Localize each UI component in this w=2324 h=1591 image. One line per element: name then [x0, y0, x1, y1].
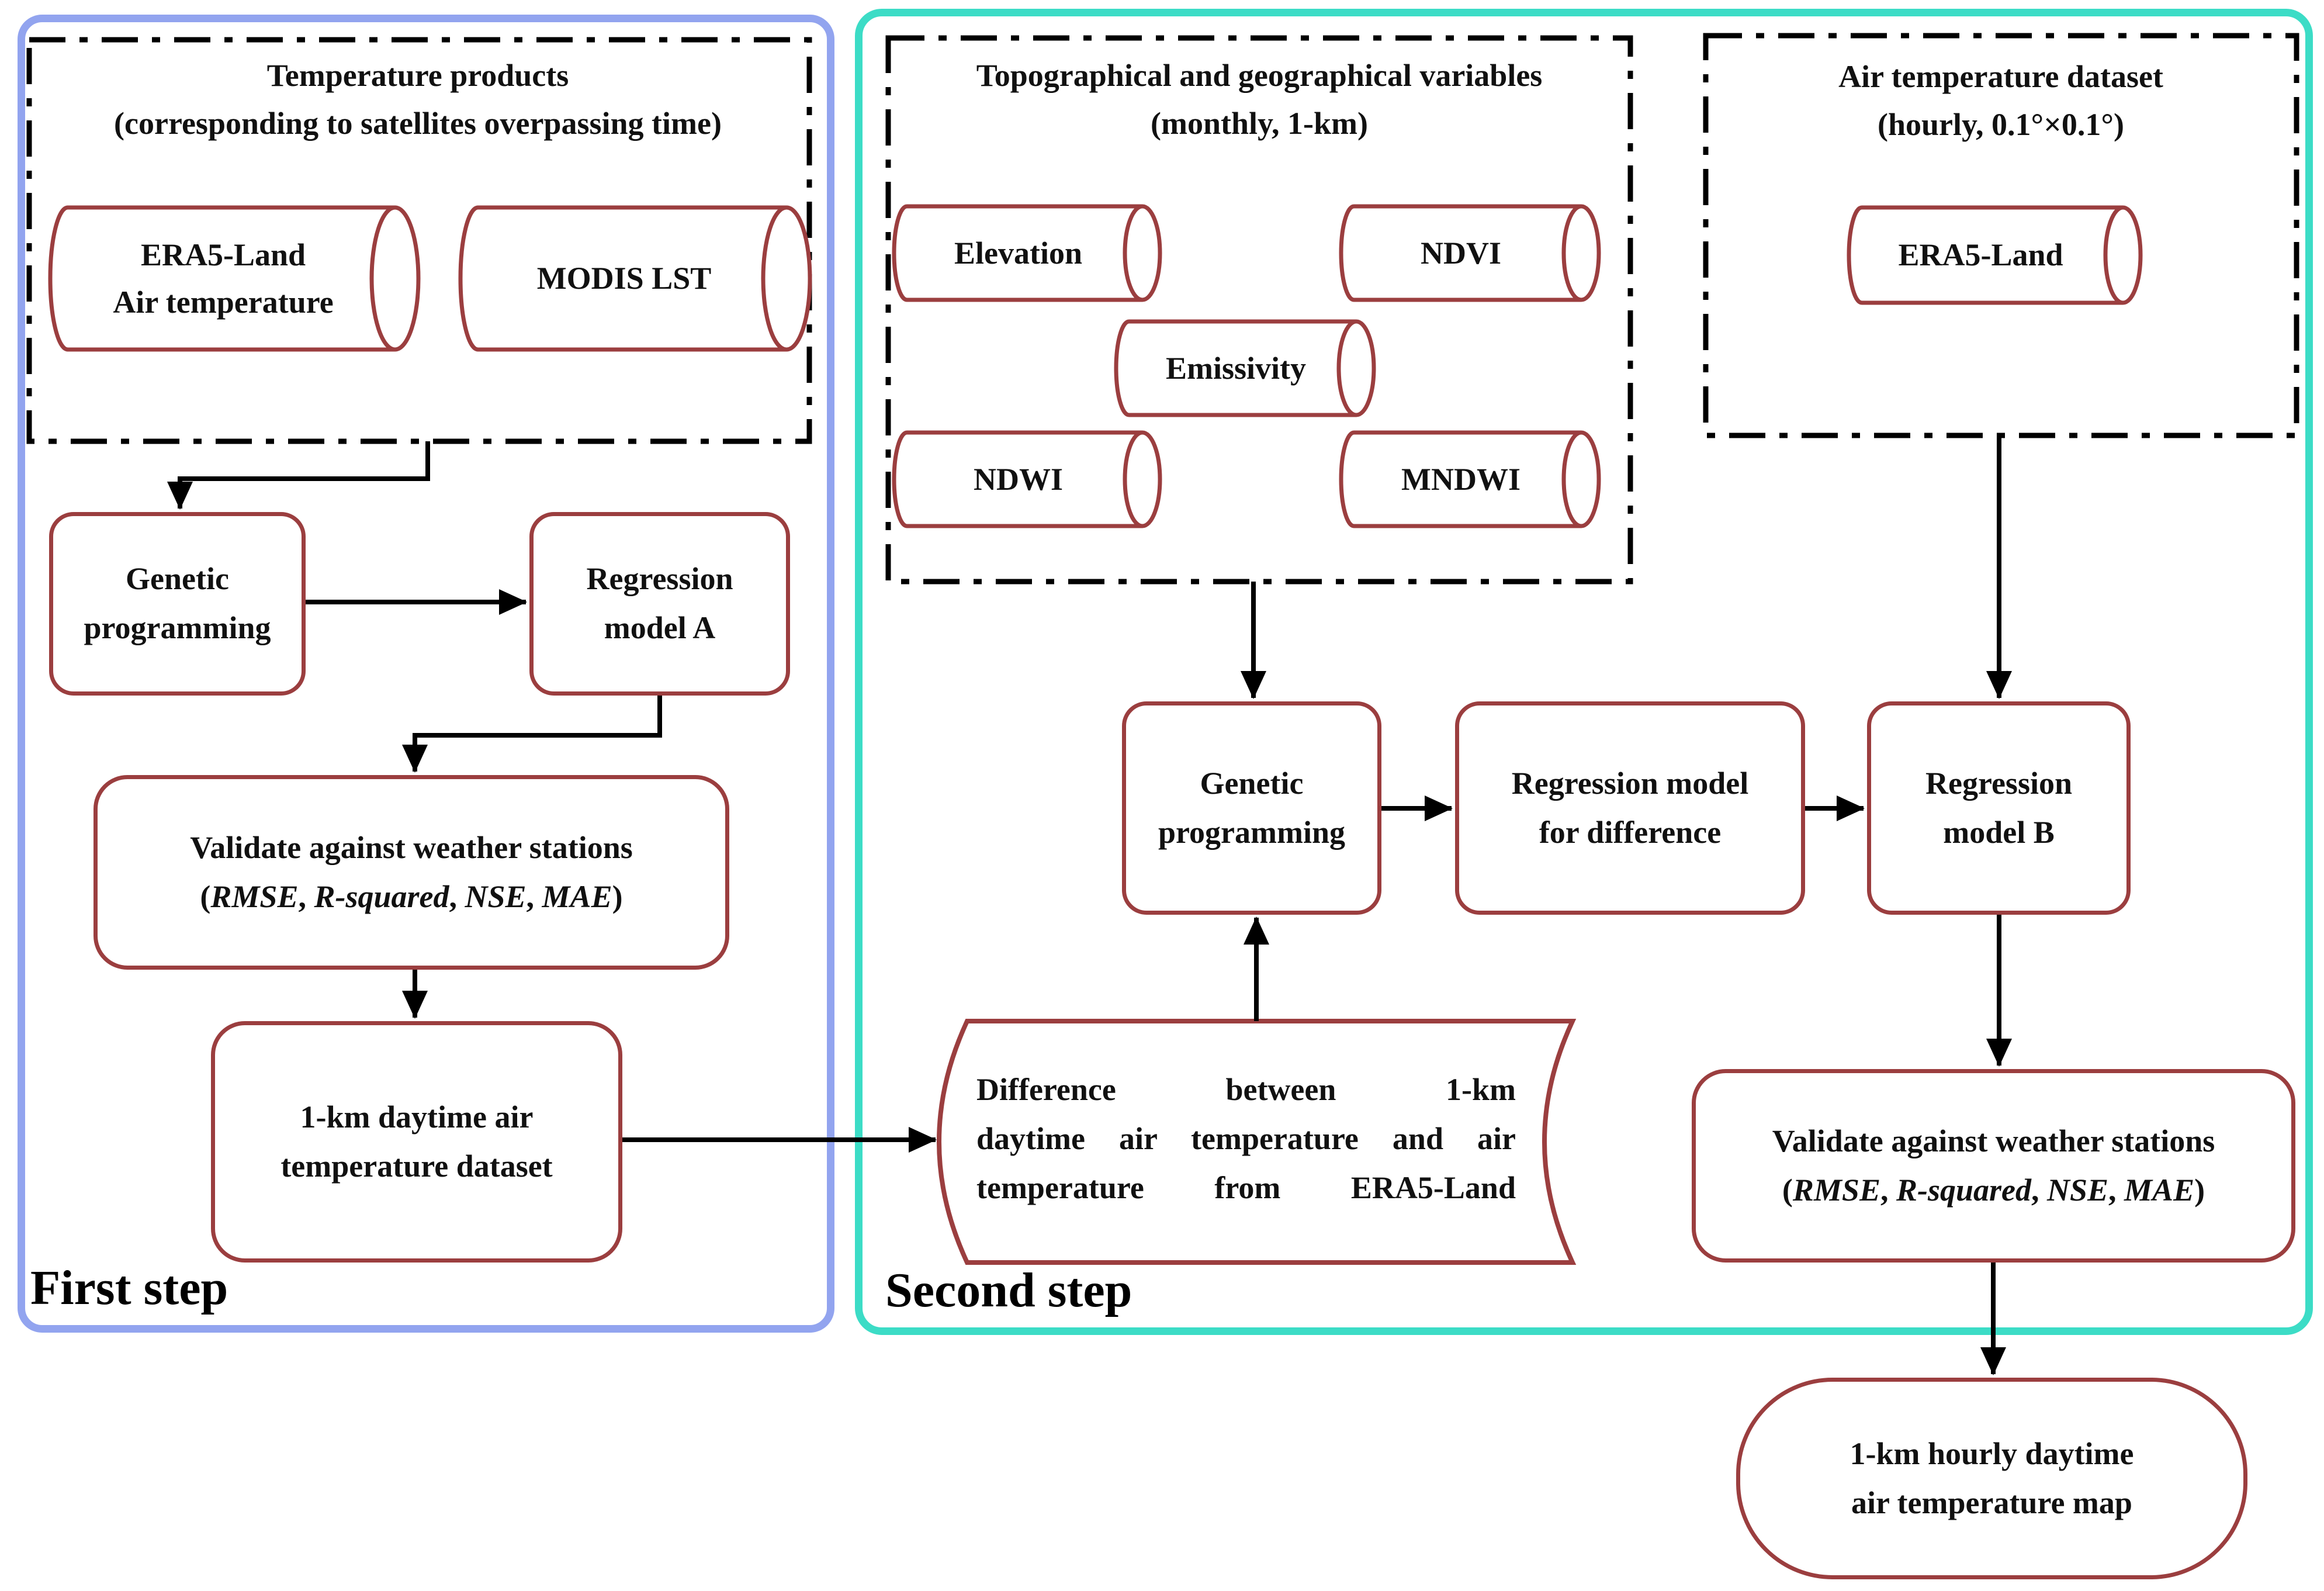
validate2-sep1: , — [1880, 1172, 1896, 1208]
validate2-sep3: , — [2108, 1172, 2125, 1208]
regb-line1: Regression — [1925, 765, 2072, 801]
final-map-terminal: 1-km hourly daytime air temperature map — [1736, 1378, 2247, 1579]
topographical-variables-title-line1: Topographical and geographical variables — [976, 58, 1543, 93]
validate1-rmse: RMSE — [210, 878, 299, 914]
era5-land-air-temperature-label: ERA5-Land Air temperature — [50, 207, 396, 350]
difference-note-text: Difference between 1-km daytime air temp… — [976, 1065, 1516, 1212]
gp1-line2: programming — [84, 610, 271, 645]
validate2-sep2: , — [2031, 1172, 2047, 1208]
genetic-programming-box-2: Genetic programming — [1122, 701, 1381, 915]
gp2-line1: Genetic — [1200, 765, 1304, 801]
validate1-paren-open: ( — [200, 878, 211, 914]
validate1-r-squared: R-squared — [314, 878, 449, 914]
validate1-line2: (RMSE, R-squared, NSE, MAE) — [200, 873, 622, 922]
daytime-air-temperature-dataset-box: 1-km daytime air temperature dataset — [211, 1021, 622, 1263]
temperature-products-title-line2: (corresponding to satellites overpassing… — [114, 106, 722, 141]
modis-lst-cylinder — [458, 205, 812, 352]
validate1-paren-close: ) — [612, 878, 623, 914]
difference-line2: daytime air temperature and air — [976, 1121, 1516, 1156]
ndvi-cylinder — [1339, 204, 1601, 302]
era5-land-hourly-text: ERA5-Land — [1898, 237, 2063, 272]
ndvi-text: NDVI — [1420, 235, 1501, 271]
output1-line1: 1-km daytime air — [300, 1099, 534, 1135]
validate-box-1: Validate against weather stations (RMSE,… — [93, 775, 729, 970]
final-map-line1: 1-km hourly daytime — [1849, 1436, 2134, 1471]
validate2-r-squared: R-squared — [1896, 1172, 2031, 1208]
air-temperature-dataset-title: Air temperature dataset (hourly, 0.1°×0.… — [1715, 53, 2287, 148]
topographical-variables-title: Topographical and geographical variables… — [903, 51, 1616, 147]
emissivity-cylinder — [1114, 319, 1376, 417]
era5-land-air-temperature-cylinder — [48, 205, 421, 352]
validate-box-2: Validate against weather stations (RMSE,… — [1692, 1069, 2295, 1263]
validate1-sep2: , — [449, 878, 465, 914]
validate1-mae: MAE — [542, 878, 612, 914]
gp1-line1: Genetic — [126, 561, 229, 597]
validate1-nse: NSE — [465, 878, 527, 914]
temperature-products-title-line1: Temperature products — [266, 58, 569, 93]
ndwi-cylinder — [892, 430, 1162, 528]
difference-line3: temperature from ERA5-Land — [976, 1170, 1516, 1205]
regression-model-b-box: Regression model B — [1867, 701, 2131, 915]
validate2-line1: Validate against weather stations — [1772, 1123, 2215, 1158]
era5-land-hourly-cylinder — [1847, 205, 2143, 305]
difference-line1: Difference between 1-km — [976, 1072, 1516, 1107]
validate1-sep1: , — [298, 878, 314, 914]
ndvi-label: NDVI — [1341, 206, 1581, 300]
validate1-sep3: , — [526, 878, 542, 914]
second-step-label: Second step — [885, 1263, 1132, 1317]
era5-land-hourly-label: ERA5-Land — [1844, 207, 2117, 303]
first-step-label: First step — [30, 1261, 228, 1315]
validate2-line2: (RMSE, R-squared, NSE, MAE) — [1782, 1166, 2205, 1215]
mndwi-cylinder — [1339, 430, 1601, 528]
rega-line2: model A — [604, 610, 716, 645]
rega-line1: Regression — [586, 561, 733, 597]
elevation-cylinder — [892, 204, 1162, 302]
validate1-line1: Validate against weather stations — [190, 829, 633, 865]
topographical-variables-title-line2: (monthly, 1-km) — [1150, 106, 1368, 141]
air-temperature-dataset-title-line2: (hourly, 0.1°×0.1°) — [1878, 107, 2124, 142]
mndwi-text: MNDWI — [1401, 461, 1521, 497]
final-map-line2: air temperature map — [1851, 1485, 2132, 1520]
first-step-container — [18, 15, 834, 1333]
topographical-variables-dashed-box — [885, 35, 1633, 584]
arrow-temp-products-to-genetic-programming — [167, 441, 430, 510]
arrow-regression-a-to-validate1 — [402, 696, 662, 773]
modis-lst-text: MODIS LST — [536, 261, 712, 296]
elevation-text: Elevation — [954, 235, 1082, 271]
regression-model-a-box: Regression model A — [529, 512, 790, 696]
regb-line2: model B — [1943, 814, 2055, 850]
regdiff-line2: for difference — [1539, 814, 1722, 850]
era5-land-line1: ERA5-Land — [140, 237, 306, 272]
validate2-mae: MAE — [2124, 1172, 2195, 1208]
temperature-products-title: Temperature products (corresponding to s… — [35, 51, 801, 147]
ndwi-text: NDWI — [973, 461, 1063, 497]
regdiff-line1: Regression model — [1511, 765, 1749, 801]
modis-lst-label: MODIS LST — [460, 207, 788, 350]
emissivity-label: Emissivity — [1116, 321, 1356, 415]
validate2-paren-close: ) — [2194, 1172, 2205, 1208]
era5-land-line2: Air temperature — [113, 284, 334, 320]
ndwi-label: NDWI — [894, 433, 1142, 526]
second-step-container — [855, 9, 2313, 1335]
elevation-label: Elevation — [894, 206, 1142, 300]
genetic-programming-box-1: Genetic programming — [49, 512, 306, 696]
output1-line2: temperature dataset — [280, 1148, 553, 1184]
emissivity-text: Emissivity — [1165, 350, 1307, 386]
validate2-rmse: RMSE — [1792, 1172, 1880, 1208]
air-temperature-dataset-title-line1: Air temperature dataset — [1838, 59, 2163, 94]
validate2-paren-open: ( — [1782, 1172, 1793, 1208]
validate2-nse: NSE — [2047, 1172, 2109, 1208]
temperature-products-dashed-box — [26, 37, 812, 444]
gp2-line2: programming — [1158, 814, 1345, 850]
mndwi-label: MNDWI — [1341, 433, 1581, 526]
regression-model-for-difference-box: Regression model for difference — [1455, 701, 1805, 915]
difference-stored-data-shape — [937, 1019, 1577, 1265]
